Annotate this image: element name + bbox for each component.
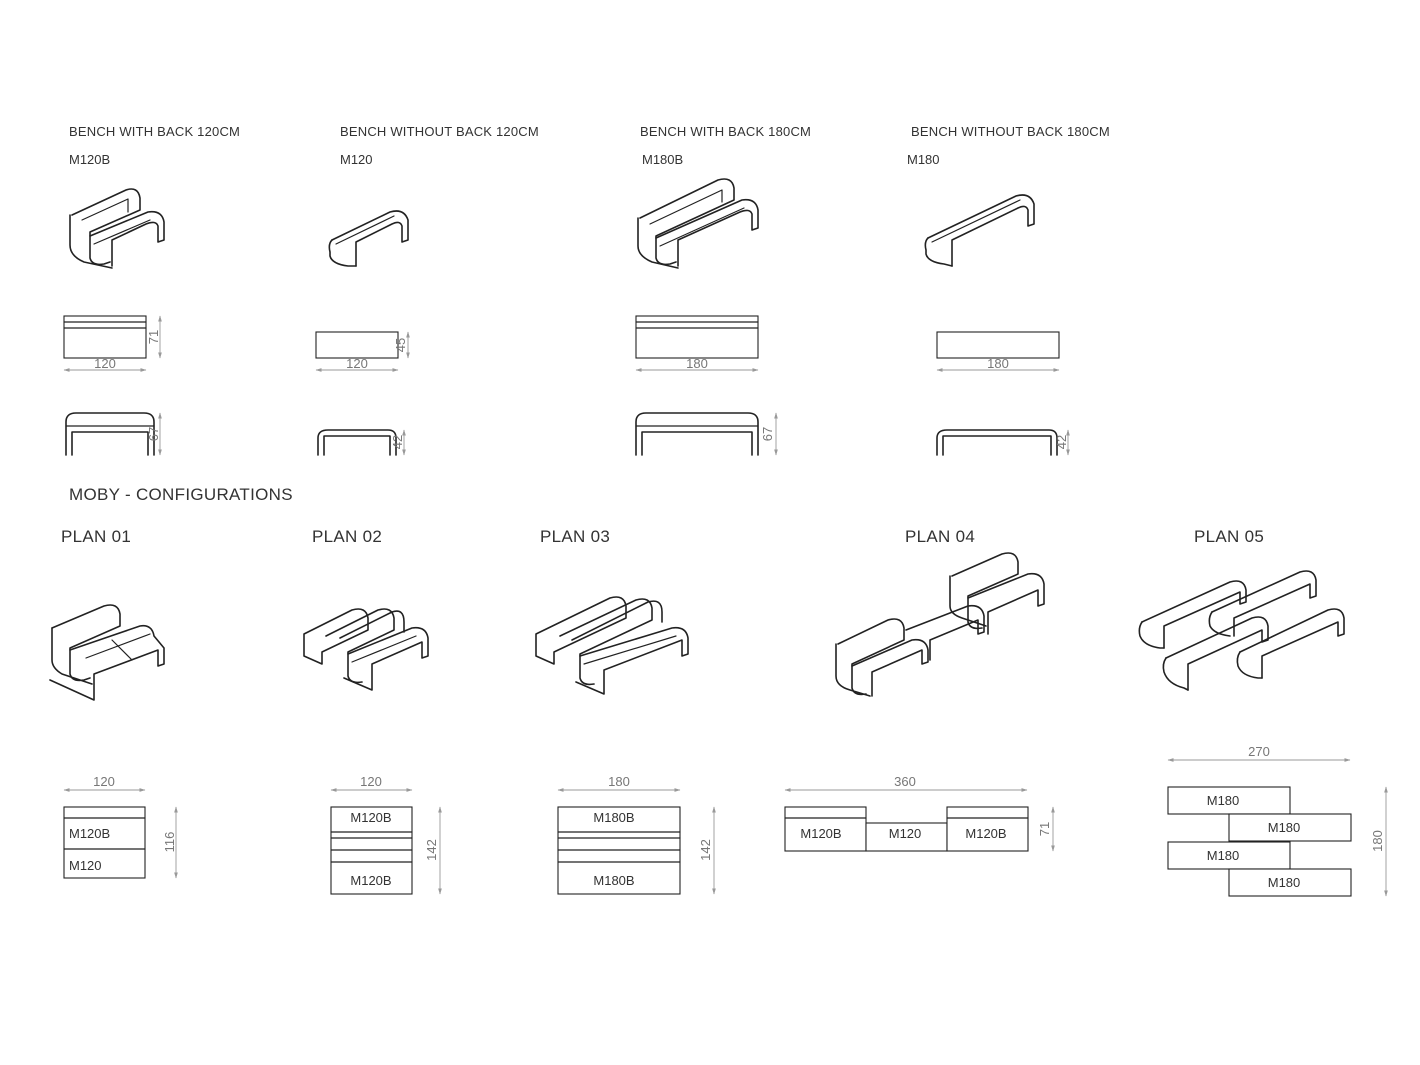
- plan-04-isometric: [835, 552, 1045, 697]
- bench-without-back-180-front-view: 180: [936, 331, 1060, 372]
- bench-with-back-180-front-view: 180: [635, 315, 759, 372]
- width-dimension: 180: [686, 356, 708, 371]
- width-dimension: 120: [360, 774, 382, 789]
- depth-dimension: 180: [1370, 830, 1385, 852]
- product-code: M180B: [642, 152, 683, 167]
- product-m180: BENCH WITHOUT BACK 180CM M180 180 42: [907, 124, 1110, 456]
- plan-02: PLAN 02 120 M120B M120B 142: [303, 527, 442, 895]
- module-label: M120: [889, 826, 922, 841]
- module-label: M120B: [965, 826, 1006, 841]
- plan-05-plan-view: 270 M180 M180 M180 M180 180: [1167, 744, 1388, 897]
- depth-dimension: 142: [424, 839, 439, 861]
- module-label: M180: [1268, 875, 1301, 890]
- bench-with-back-180-isometric: [637, 178, 759, 269]
- bench-with-back-120-front-view: 120 71: [63, 315, 162, 372]
- bench-without-back-180-isometric: [924, 194, 1035, 267]
- bench-without-back-120-front-view: 120 45: [315, 331, 410, 372]
- plan-label: PLAN 05: [1194, 527, 1264, 546]
- plan-label: PLAN 03: [540, 527, 610, 546]
- plan-02-plan-view: 120 M120B M120B 142: [330, 774, 442, 895]
- plan-05-isometric: [1138, 570, 1345, 691]
- module-label: M120B: [69, 826, 110, 841]
- module-label: M120B: [350, 873, 391, 888]
- height-dimension: 67: [760, 427, 775, 441]
- plan-03-plan-view: 180 M180B M180B 142: [557, 774, 716, 895]
- width-dimension: 270: [1248, 744, 1270, 759]
- bench-with-back-120-isometric: [69, 188, 165, 269]
- plan-05: PLAN 05 270 M180 M180 M180 M180 180: [1138, 527, 1388, 897]
- height-dimension: 45: [393, 338, 408, 352]
- product-heading: BENCH WITH BACK 120CM: [69, 124, 240, 139]
- plan-label: PLAN 02: [312, 527, 382, 546]
- module-label: M180B: [593, 873, 634, 888]
- product-code: M180: [907, 152, 940, 167]
- plan-label: PLAN 04: [905, 527, 975, 546]
- product-m120b: BENCH WITH BACK 120CM M120B 120 71 67: [63, 124, 240, 456]
- plan-04-plan-view: 360 M120B M120 M120B 71: [784, 774, 1055, 852]
- module-label: M180: [1268, 820, 1301, 835]
- bench-without-back-120-isometric: [328, 210, 409, 267]
- product-code: M120B: [69, 152, 110, 167]
- width-dimension: 120: [94, 356, 116, 371]
- depth-dimension: 116: [162, 832, 177, 853]
- section-title: MOBY - CONFIGURATIONS: [69, 485, 293, 504]
- plan-01: PLAN 01 120 M120B M120 116: [49, 527, 178, 879]
- module-label: M180: [1207, 848, 1240, 863]
- plan-03-isometric: [535, 596, 689, 695]
- width-dimension: 360: [894, 774, 916, 789]
- height-dimension: 67: [146, 427, 161, 441]
- product-heading: BENCH WITHOUT BACK 120CM: [340, 124, 539, 139]
- bench-with-back-180-side-view: 67: [635, 412, 778, 456]
- width-dimension: 180: [987, 356, 1009, 371]
- height-dimension: 71: [146, 330, 161, 344]
- module-label: M120B: [800, 826, 841, 841]
- plan-01-plan-view: 120 M120B M120 116: [63, 774, 178, 879]
- bench-without-back-120-side-view: 42: [317, 429, 406, 456]
- module-label: M120B: [350, 810, 391, 825]
- width-dimension: 120: [346, 356, 368, 371]
- product-m180b: BENCH WITH BACK 180CM M180B 180 67: [635, 124, 811, 456]
- plan-02-isometric: [303, 608, 429, 691]
- module-label: M180B: [593, 810, 634, 825]
- plan-03: PLAN 03 180 M180B M180B 142: [535, 527, 716, 895]
- bench-with-back-120-side-view: 67: [65, 412, 162, 456]
- plan-01-isometric: [49, 604, 165, 701]
- product-code: M120: [340, 152, 373, 167]
- height-dimension: 42: [1054, 435, 1069, 449]
- plan-label: PLAN 01: [61, 527, 131, 546]
- plan-04: PLAN 04 360 M120B M120 M120B 71: [784, 527, 1055, 852]
- product-heading: BENCH WITHOUT BACK 180CM: [911, 124, 1110, 139]
- product-heading: BENCH WITH BACK 180CM: [640, 124, 811, 139]
- product-m120: BENCH WITHOUT BACK 120CM M120 120 45 42: [315, 124, 539, 456]
- module-label: M180: [1207, 793, 1240, 808]
- height-dimension: 42: [390, 435, 405, 449]
- bench-without-back-180-side-view: 42: [936, 429, 1070, 456]
- width-dimension: 180: [608, 774, 630, 789]
- width-dimension: 120: [93, 774, 115, 789]
- depth-dimension: 71: [1037, 822, 1052, 836]
- module-label: M120: [69, 858, 102, 873]
- depth-dimension: 142: [698, 839, 713, 861]
